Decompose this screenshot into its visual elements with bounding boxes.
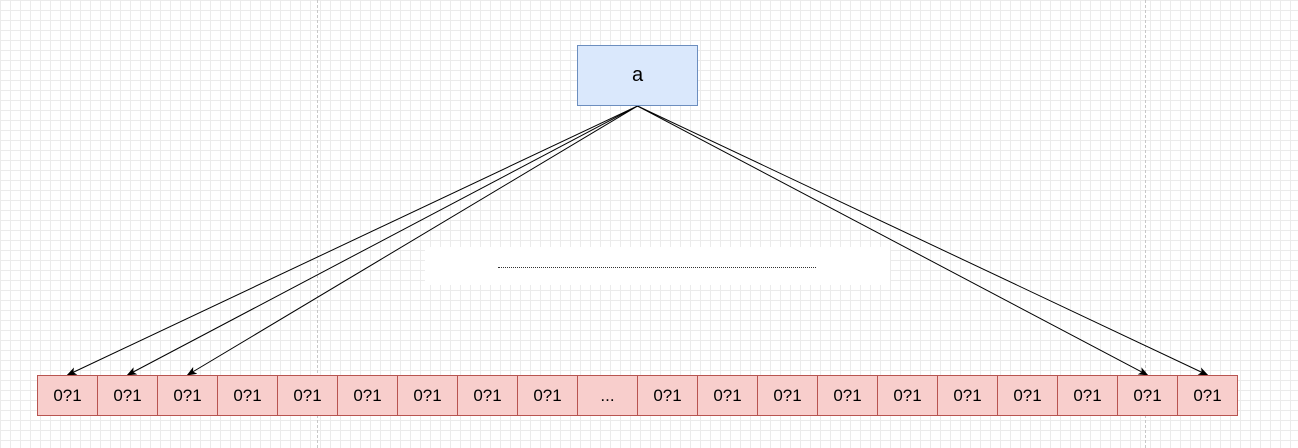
array-cell[interactable]: 0?1 (1057, 375, 1118, 416)
array-cell-label: 0?1 (1073, 385, 1102, 405)
array-cell-label: ... (600, 385, 615, 405)
edge-arrow (66, 105, 638, 376)
ellipsis-band (425, 247, 890, 285)
array-cell-label: 0?1 (473, 385, 502, 405)
array-cell[interactable]: 0?1 (397, 375, 458, 416)
array-cell[interactable]: 0?1 (1177, 375, 1238, 416)
array-cell-label: 0?1 (173, 385, 202, 405)
array-cell-label: 0?1 (353, 385, 382, 405)
array-cell-label: 0?1 (1193, 385, 1222, 405)
root-node-label: a (631, 64, 644, 86)
array-cell[interactable]: 0?1 (277, 375, 338, 416)
array-cell-label: 0?1 (113, 385, 142, 405)
edge-arrow (126, 105, 638, 376)
page-break-line-right (1145, 0, 1146, 448)
array-cell[interactable]: 0?1 (37, 375, 98, 416)
array-cell[interactable]: 0?1 (1117, 375, 1178, 416)
array-cell-label: 0?1 (1133, 385, 1162, 405)
array-cell[interactable]: 0?1 (457, 375, 518, 416)
array-cell-label: 0?1 (713, 385, 742, 405)
array-cell-label: 0?1 (233, 385, 262, 405)
array-cell[interactable]: 0?1 (157, 375, 218, 416)
array-cell[interactable]: 0?1 (757, 375, 818, 416)
array-cell[interactable]: 0?1 (877, 375, 938, 416)
array-cell-label: 0?1 (1013, 385, 1042, 405)
ellipsis-dotted-line (498, 267, 816, 268)
array-cell-label: 0?1 (533, 385, 562, 405)
array-cell[interactable]: 0?1 (997, 375, 1058, 416)
array-cell[interactable]: 0?1 (637, 375, 698, 416)
edge-arrow (637, 105, 1149, 376)
array-cell-label: 0?1 (773, 385, 802, 405)
array-row: 0?1 0?1 0?1 0?1 0?1 0?1 0?1 0?1 0?1... 0?1 0?1 0?1 0… (37, 375, 1238, 416)
array-cell-label: 0?1 (53, 385, 82, 405)
array-cell-label: 0?1 (893, 385, 922, 405)
edge-arrow (637, 105, 1209, 376)
array-cell[interactable]: 0?1 (697, 375, 758, 416)
page-break-line-left (317, 0, 318, 448)
array-cell-label: 0?1 (653, 385, 682, 405)
array-cell[interactable]: 0?1 (817, 375, 878, 416)
array-cell-ellipsis[interactable]: ... (577, 375, 638, 416)
array-cell[interactable]: 0?1 (217, 375, 278, 416)
array-cell[interactable]: 0?1 (337, 375, 398, 416)
array-cell[interactable]: 0?1 (937, 375, 998, 416)
array-cell[interactable]: 0?1 (517, 375, 578, 416)
array-cell-label: 0?1 (833, 385, 862, 405)
edge-arrow (186, 105, 638, 376)
array-cell-label: 0?1 (953, 385, 982, 405)
array-cell[interactable]: 0?1 (97, 375, 158, 416)
array-cell-label: 0?1 (413, 385, 442, 405)
root-node[interactable]: a (577, 45, 698, 106)
array-cell-label: 0?1 (293, 385, 322, 405)
